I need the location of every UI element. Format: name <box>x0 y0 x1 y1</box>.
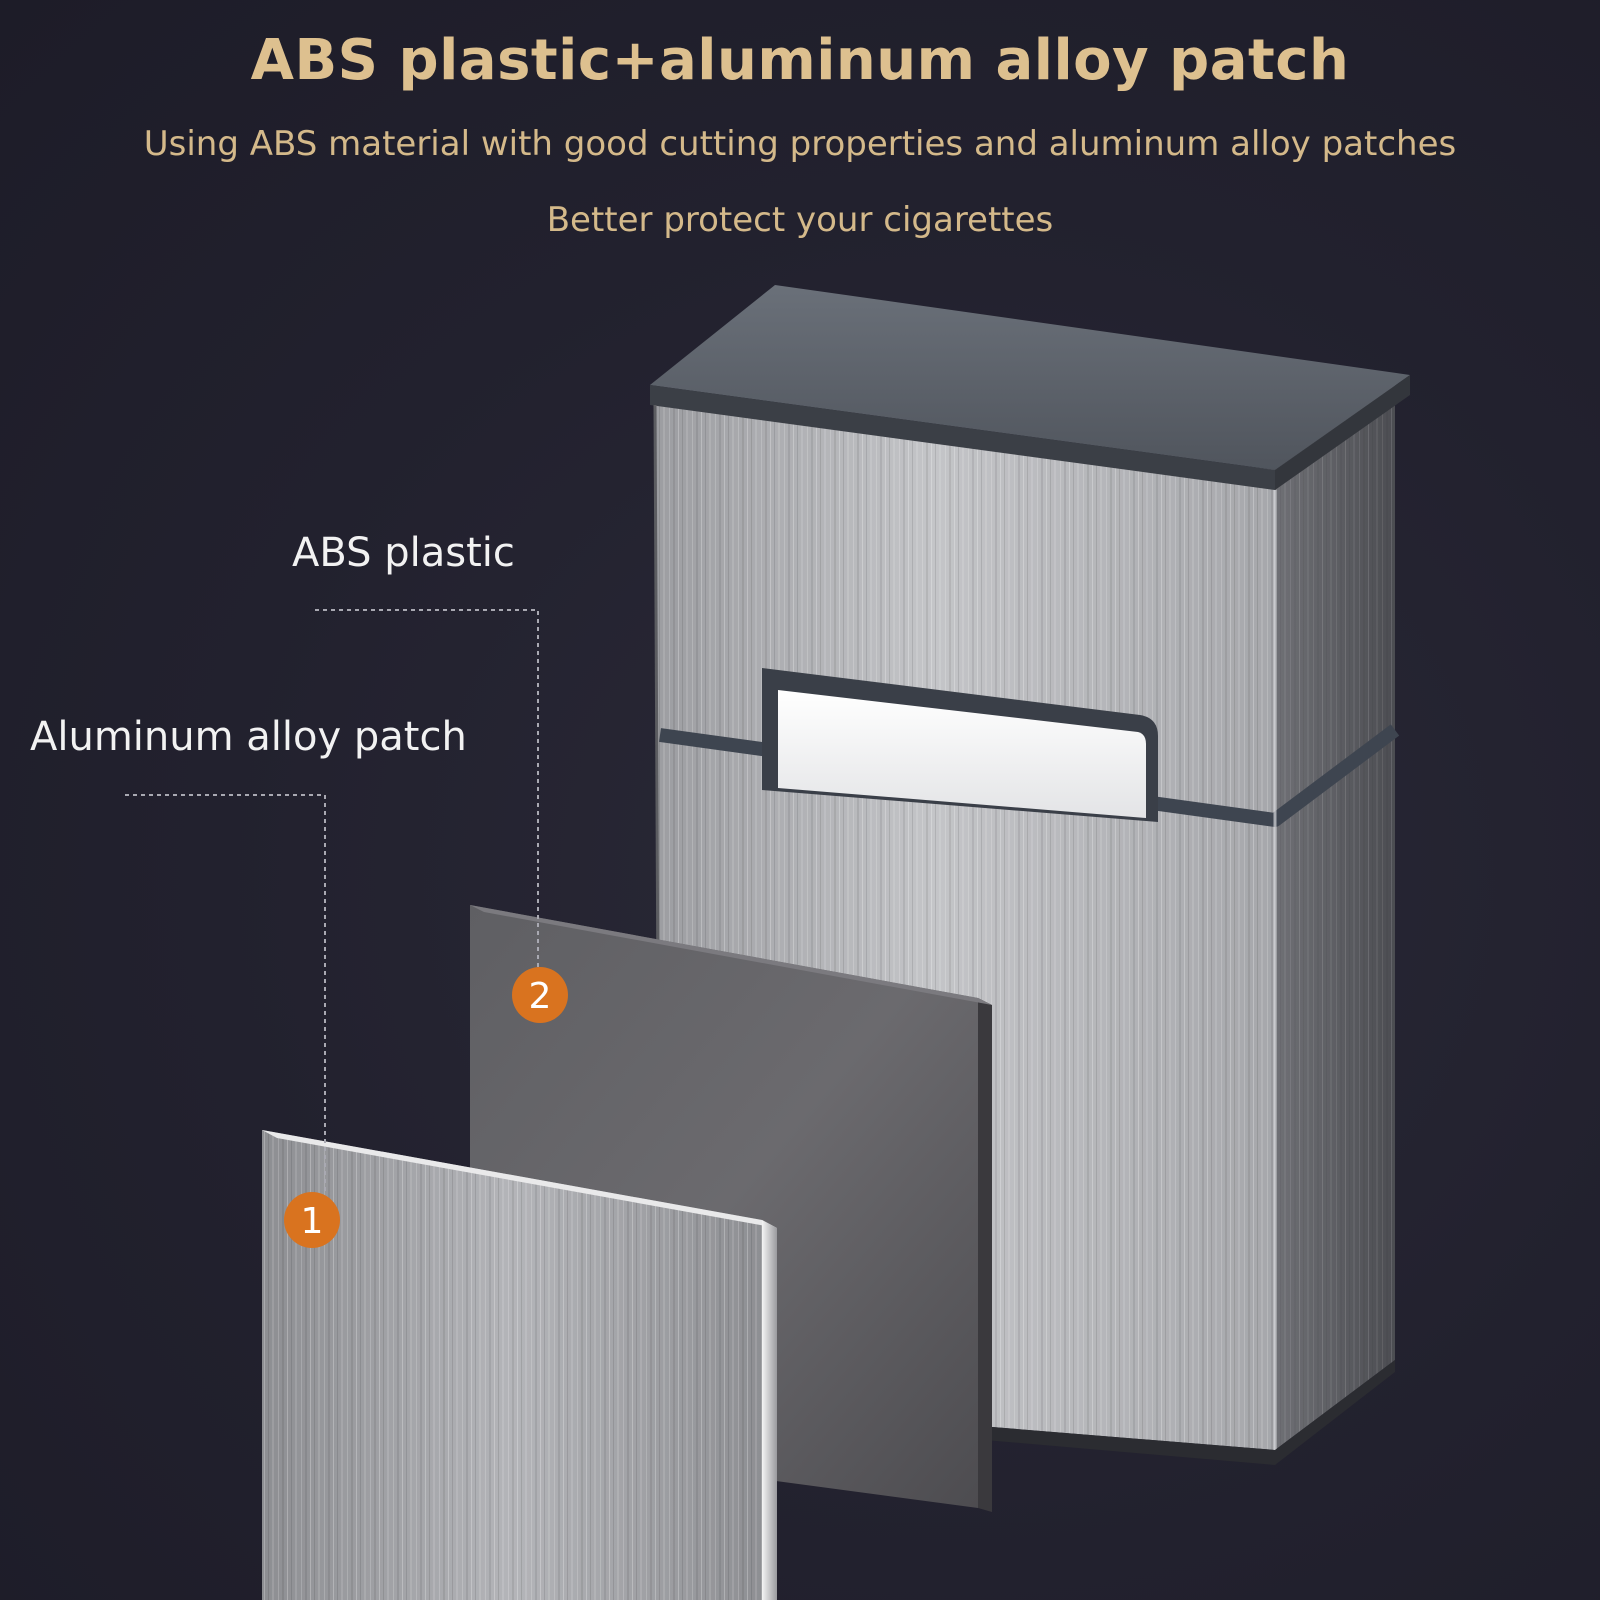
aluminum-patch-label: Aluminum alloy patch <box>30 714 467 760</box>
badge-2-number: 2 <box>529 976 552 1017</box>
abs-plastic-label: ABS plastic <box>292 530 515 576</box>
subline-protect: Better protect your cigarettes <box>546 200 1054 240</box>
aluminum-patch-leader <box>125 794 326 1195</box>
badge-1: 1 <box>284 1192 340 1248</box>
badge-2: 2 <box>512 967 568 1023</box>
aluminum-alloy-panel <box>262 1130 777 1600</box>
callout-leaders <box>125 609 539 1195</box>
badge-1-number: 1 <box>301 1201 324 1242</box>
subline-materials: Using ABS material with good cutting pro… <box>143 124 1457 164</box>
abs-plastic-leader <box>315 609 539 970</box>
headline: ABS plastic+aluminum alloy patch <box>250 28 1350 93</box>
